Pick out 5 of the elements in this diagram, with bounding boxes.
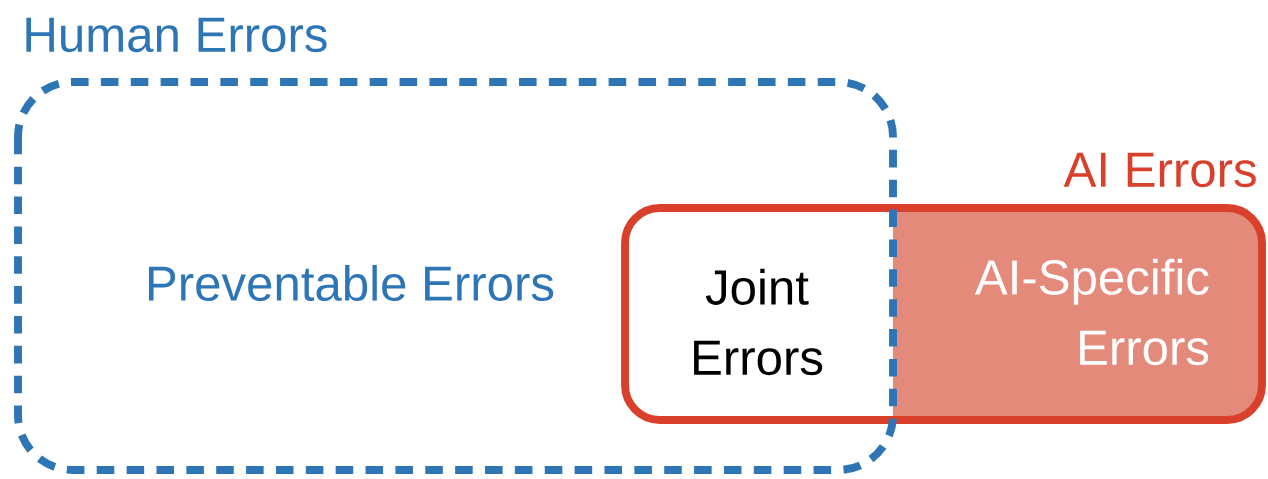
region-label: Joint Errors — [694, 268, 823, 376]
filled-region: AI-Specific Errors — [893, 211, 1259, 417]
heading: AI Errors — [1063, 152, 1256, 188]
box-label: Preventable Errors — [148, 264, 554, 302]
heading: Human Errors — [26, 17, 327, 53]
